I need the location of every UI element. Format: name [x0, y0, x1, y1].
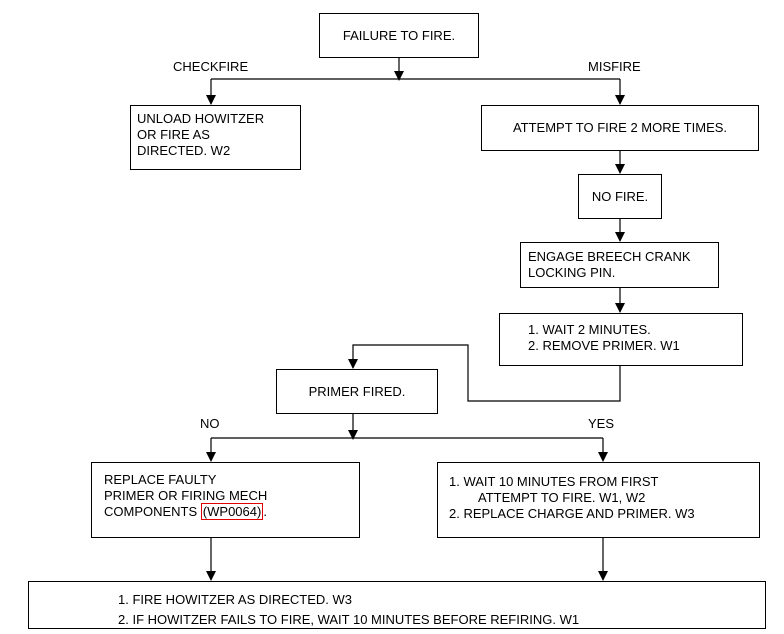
label-no: NO	[200, 416, 220, 431]
wp0064-link[interactable]: (WP0064)	[200, 503, 264, 520]
label-checkfire: CHECKFIRE	[173, 59, 249, 74]
node-wait10-line-1: 1. WAIT 10 MINUTES FROM FIRST	[449, 474, 659, 489]
node-wait2-line-2: 2. REMOVE PRIMER. W1	[528, 338, 680, 353]
node-replace-faulty: REPLACE FAULTY PRIMER OR FIRING MECH COM…	[91, 462, 360, 538]
node-no-fire-text: NO FIRE.	[591, 188, 649, 204]
label-yes: YES	[588, 416, 615, 431]
node-unload-line-3: DIRECTED. W2	[137, 143, 231, 158]
label-misfire: MISFIRE	[588, 59, 641, 74]
node-replace-line-3: COMPONENTS (WP0064).	[104, 503, 359, 520]
node-replace-line-3-text: COMPONENTS	[104, 504, 201, 519]
node-unload-line-1: UNLOAD HOWITZER	[137, 111, 265, 126]
node-failure-to-fire-text: FAILURE TO FIRE.	[342, 27, 456, 43]
node-fire-howitzer-final: 1. FIRE HOWITZER AS DIRECTED. W3 2. IF H…	[28, 581, 766, 629]
node-engage-line-1: ENGAGE BREECH CRANK	[528, 249, 691, 264]
node-primer-fired-text: PRIMER FIRED.	[308, 383, 406, 399]
node-unload-howitzer: UNLOAD HOWITZER OR FIRE AS DIRECTED. W2	[130, 105, 301, 170]
node-wait10-line-2: ATTEMPT TO FIRE. W1, W2	[478, 490, 646, 505]
node-final-line-2: 2. IF HOWITZER FAILS TO FIRE, WAIT 10 MI…	[118, 612, 580, 627]
node-final-line-1: 1. FIRE HOWITZER AS DIRECTED. W3	[118, 592, 353, 607]
node-engage-breech: ENGAGE BREECH CRANK LOCKING PIN.	[520, 242, 719, 288]
connector-wait-primer	[348, 344, 621, 402]
node-replace-period: .	[263, 504, 267, 519]
node-attempt-fire-text: ATTEMPT TO FIRE 2 MORE TIMES.	[512, 120, 728, 135]
node-replace-line-2: PRIMER OR FIRING MECH	[104, 488, 268, 503]
node-wait10-line-3: 2. REPLACE CHARGE AND PRIMER. W3	[449, 506, 695, 521]
node-primer-fired: PRIMER FIRED.	[276, 369, 438, 414]
node-wait-2-minutes: 1. WAIT 2 MINUTES. 2. REMOVE PRIMER. W1	[499, 313, 743, 366]
node-failure-to-fire: FAILURE TO FIRE.	[319, 13, 479, 58]
node-attempt-fire: ATTEMPT TO FIRE 2 MORE TIMES.	[481, 105, 759, 151]
node-wait2-line-1: 1. WAIT 2 MINUTES.	[528, 322, 651, 337]
node-no-fire: NO FIRE.	[578, 174, 662, 219]
node-wait-10-minutes: 1. WAIT 10 MINUTES FROM FIRST ATTEMPT TO…	[437, 462, 760, 538]
node-unload-line-2: OR FIRE AS	[137, 127, 210, 142]
node-engage-line-2: LOCKING PIN.	[528, 265, 616, 280]
node-replace-line-1: REPLACE FAULTY	[104, 472, 217, 487]
